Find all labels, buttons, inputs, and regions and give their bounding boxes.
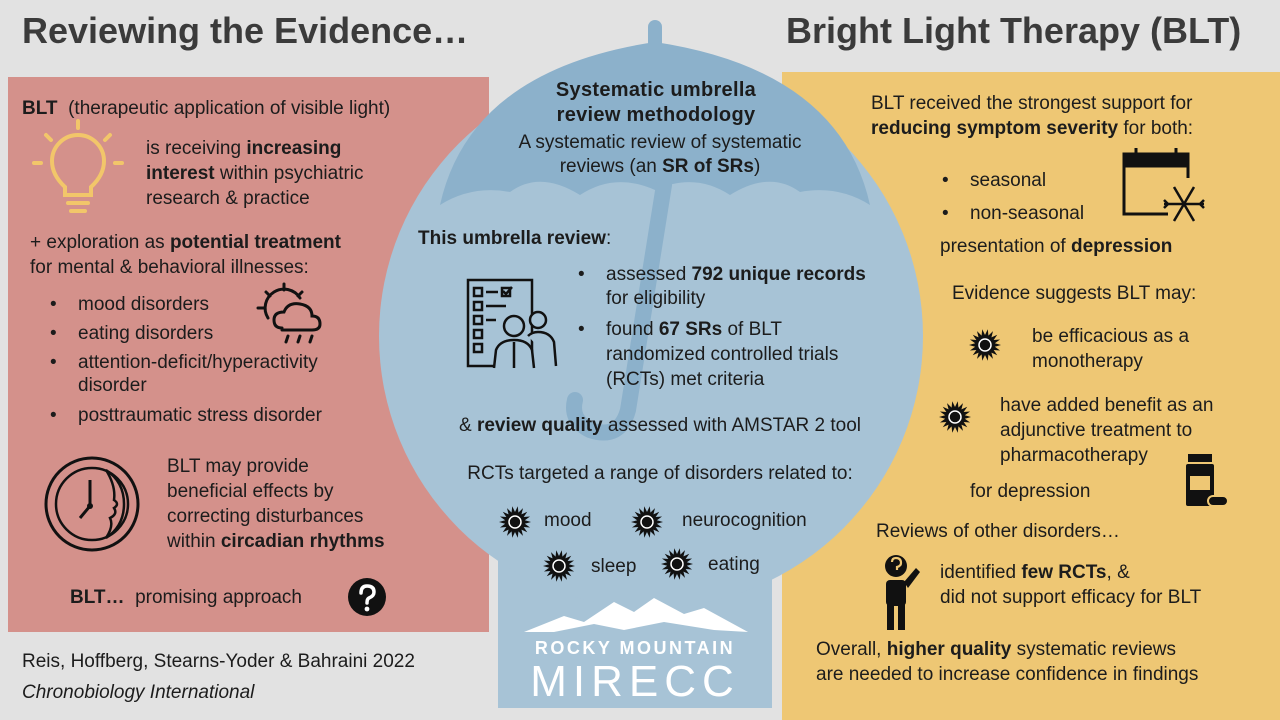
burst-icon (499, 506, 531, 538)
center-sub-1: A systematic review of systematic (518, 132, 802, 153)
few-rcts-line-2: did not support efficacy for BLT (940, 587, 1202, 608)
citation-journal: Chronobiology International (22, 682, 255, 703)
logo-line-1: ROCKY MOUNTAIN (534, 638, 736, 658)
explore-line-2: for mental & behavioral illnesses: (30, 257, 309, 278)
interest-line-2: interest within psychiatric (146, 163, 364, 184)
lightbulb-icon (32, 119, 124, 213)
document-review-people-icon (466, 278, 558, 369)
question-mark-icon (348, 578, 386, 616)
target-eating: eating (708, 554, 760, 575)
disorder-item: •mood disorders (50, 294, 209, 315)
explore-line-1: + exploration as potential treatment (30, 232, 341, 253)
type-seasonal: •seasonal (942, 170, 1047, 191)
mountain-logo-icon (524, 598, 748, 632)
promising-approach: BLT… promising approach (70, 587, 302, 608)
weather-sun-rain-icon (256, 282, 322, 344)
circadian-line-3: correcting disturbances (167, 506, 364, 527)
adjunct-line-4: for depression (970, 481, 1091, 502)
interest-line-1: is receiving increasing (146, 138, 342, 159)
efficacy-line-1: be efficacious as a (1032, 326, 1190, 347)
confused-person-icon (885, 555, 920, 630)
calendar-snowflake-icon (1122, 148, 1205, 222)
burst-icon (661, 548, 693, 580)
right-title: Bright Light Therapy (BLT) (786, 10, 1242, 51)
review-bullet-1-cont: for eligibility (606, 288, 706, 309)
circadian-clock-icon (44, 456, 140, 552)
interest-line-3: research & practice (146, 188, 310, 209)
adjunct-line-2: adjunctive treatment to (1000, 420, 1193, 441)
disorder-item-continuation: disorder (78, 375, 147, 396)
center-heading-2: review methodology (556, 104, 756, 126)
logo-line-2: MIRECC (530, 657, 740, 706)
efficacy-line-2: monotherapy (1032, 351, 1143, 372)
medication-bottle-icon (1186, 454, 1229, 507)
circadian-line-4: within circadian rhythms (167, 531, 385, 552)
burst-icon (543, 550, 575, 582)
review-bullet-2-cont: (RCTs) met criteria (606, 369, 765, 390)
review-bullet-2-cont: randomized controlled trials (606, 344, 839, 365)
disorder-item: •eating disorders (50, 323, 214, 344)
rcts-targeted: RCTs targeted a range of disorders relat… (467, 463, 853, 484)
adjunct-line-1: have added benefit as an (1000, 395, 1214, 416)
overall-line-2: are needed to increase confidence in fin… (816, 664, 1199, 685)
disorder-item: •posttraumatic stress disorder (50, 405, 322, 426)
overall-line-1: Overall, higher quality systematic revie… (816, 639, 1177, 660)
type-non-seasonal: •non-seasonal (942, 203, 1085, 224)
burst-icon (939, 401, 971, 433)
burst-icon (631, 506, 663, 538)
blt-definition: BLT (therapeutic application of visible … (22, 98, 391, 119)
center-heading-1: Systematic umbrella (555, 79, 757, 101)
target-sleep: sleep (591, 556, 637, 577)
evidence-suggests: Evidence suggests BLT may: (952, 283, 1197, 304)
adjunct-line-3: pharmacotherapy (1000, 445, 1148, 466)
left-title: Reviewing the Evidence… (22, 10, 469, 51)
citation-authors: Reis, Hoffberg, Stearns-Yoder & Bahraini… (22, 651, 415, 672)
circadian-line-2: beneficial effects by (167, 481, 334, 502)
support-line-1: BLT received the strongest support for (871, 93, 1193, 114)
review-bullet-1: •assessed 792 unique records (578, 264, 866, 285)
target-neurocognition: neurocognition (682, 510, 807, 531)
quality-line: & review quality assessed with AMSTAR 2 … (459, 415, 861, 436)
review-bullet-2: •found 67 SRs of BLT (578, 319, 783, 340)
support-line-2: reducing symptom severity for both: (871, 118, 1194, 139)
circadian-line-1: BLT may provide (167, 456, 309, 477)
target-mood: mood (544, 510, 592, 531)
this-umbrella-review: This umbrella review: (418, 228, 612, 249)
burst-icon (969, 329, 1001, 361)
center-sub-2: reviews (an SR of SRs) (559, 156, 761, 177)
few-rcts-line-1: identified few RCTs, & (940, 562, 1130, 583)
disorder-item: •attention-deficit/hyperactivity (50, 352, 318, 373)
umbrella-icon (440, 20, 870, 441)
presentation-depression: presentation of depression (940, 236, 1173, 257)
other-disorders: Reviews of other disorders… (876, 521, 1120, 542)
